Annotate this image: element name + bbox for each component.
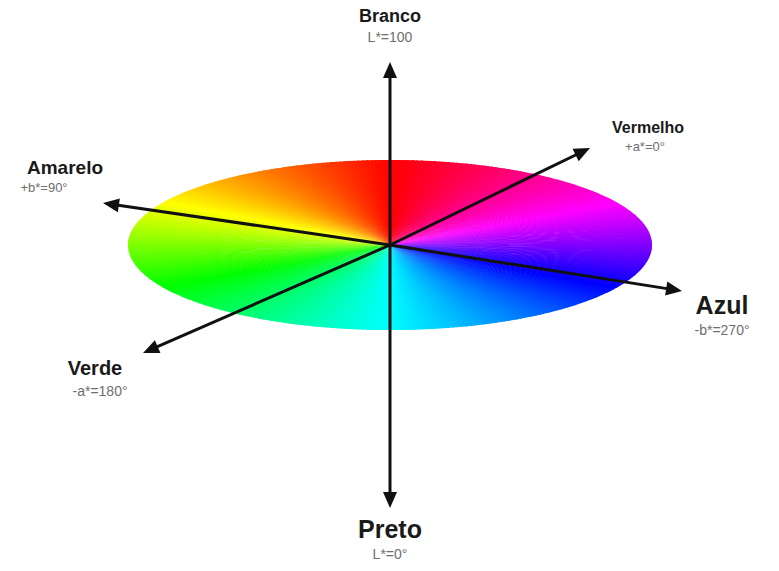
axis-name: Branco — [359, 6, 421, 27]
arrow-head — [143, 340, 160, 353]
arrow-head — [573, 148, 590, 161]
arrow-head — [103, 198, 120, 212]
hue-wedge — [352, 161, 390, 245]
hue-wedge — [128, 245, 390, 250]
axis-value: +b*=90° — [20, 181, 67, 196]
axis-name: Verde — [68, 357, 122, 380]
axis-line — [115, 205, 390, 245]
axis-value: L*=0° — [373, 546, 408, 562]
arrow-head — [383, 62, 397, 78]
axis-name: Vermelho — [612, 119, 684, 137]
hue-wedge — [390, 245, 428, 329]
hue-wedge — [129, 245, 390, 253]
axis-value: -b*=270° — [694, 322, 749, 338]
axis-name: Azul — [696, 291, 749, 320]
hue-wedge — [129, 245, 390, 254]
hue-wedge — [390, 237, 651, 245]
hue-wedge — [390, 236, 651, 245]
axis-value: +a*=0° — [625, 140, 665, 155]
hue-wedge — [390, 240, 652, 245]
axis-line — [390, 153, 579, 245]
hue-wedge — [390, 242, 652, 245]
hue-wedge — [128, 245, 390, 251]
axis-name: Preto — [358, 515, 422, 544]
hue-wedge — [390, 239, 652, 245]
hue-wedge — [343, 161, 390, 245]
axis-line — [389, 74, 392, 245]
arrow-head — [665, 282, 682, 296]
arrow-head — [383, 492, 397, 508]
axis-name: Amarelo — [27, 157, 103, 179]
hue-wedge — [390, 245, 432, 329]
axis-value: L*=100 — [368, 29, 413, 45]
axes — [103, 62, 682, 508]
axis-line — [154, 245, 390, 348]
hue-wedge — [390, 245, 437, 329]
hue-wedge — [348, 161, 390, 245]
axis-value: -a*=180° — [72, 383, 127, 399]
axis-line — [390, 245, 670, 289]
axis-line — [389, 245, 392, 496]
hue-wedge — [128, 245, 390, 248]
